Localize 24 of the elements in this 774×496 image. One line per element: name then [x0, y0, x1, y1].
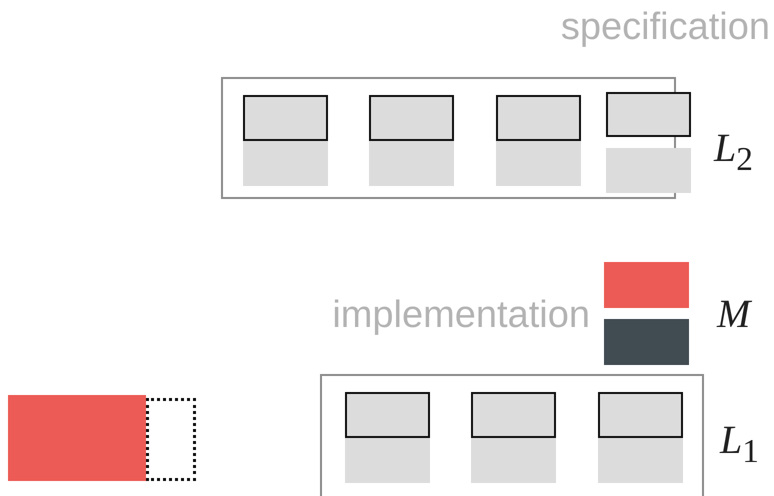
slot-box	[243, 95, 328, 141]
slot-fill	[243, 141, 328, 186]
slot-box	[496, 95, 581, 141]
group-frame	[320, 374, 704, 496]
slot-box	[606, 92, 691, 137]
slot-fill	[471, 438, 556, 483]
memory-block	[604, 262, 689, 308]
slot-box	[598, 392, 683, 438]
slot-fill	[496, 141, 581, 186]
section-heading: specification	[560, 8, 770, 46]
slot-box	[345, 392, 430, 438]
section-heading: implementation	[332, 296, 590, 334]
slot-fill	[345, 438, 430, 483]
slot-box	[471, 392, 556, 438]
math-label: M	[717, 294, 750, 334]
slot-fill	[369, 141, 454, 186]
math-label: L$_{2}$	[714, 128, 753, 176]
math-label: L$_{1}$	[720, 420, 759, 468]
slot-box	[369, 95, 454, 141]
memory-block	[604, 319, 689, 365]
memory-block	[8, 395, 146, 481]
slot-fill	[606, 148, 691, 193]
empty-slot-outline	[146, 398, 196, 481]
slot-fill	[598, 438, 683, 483]
